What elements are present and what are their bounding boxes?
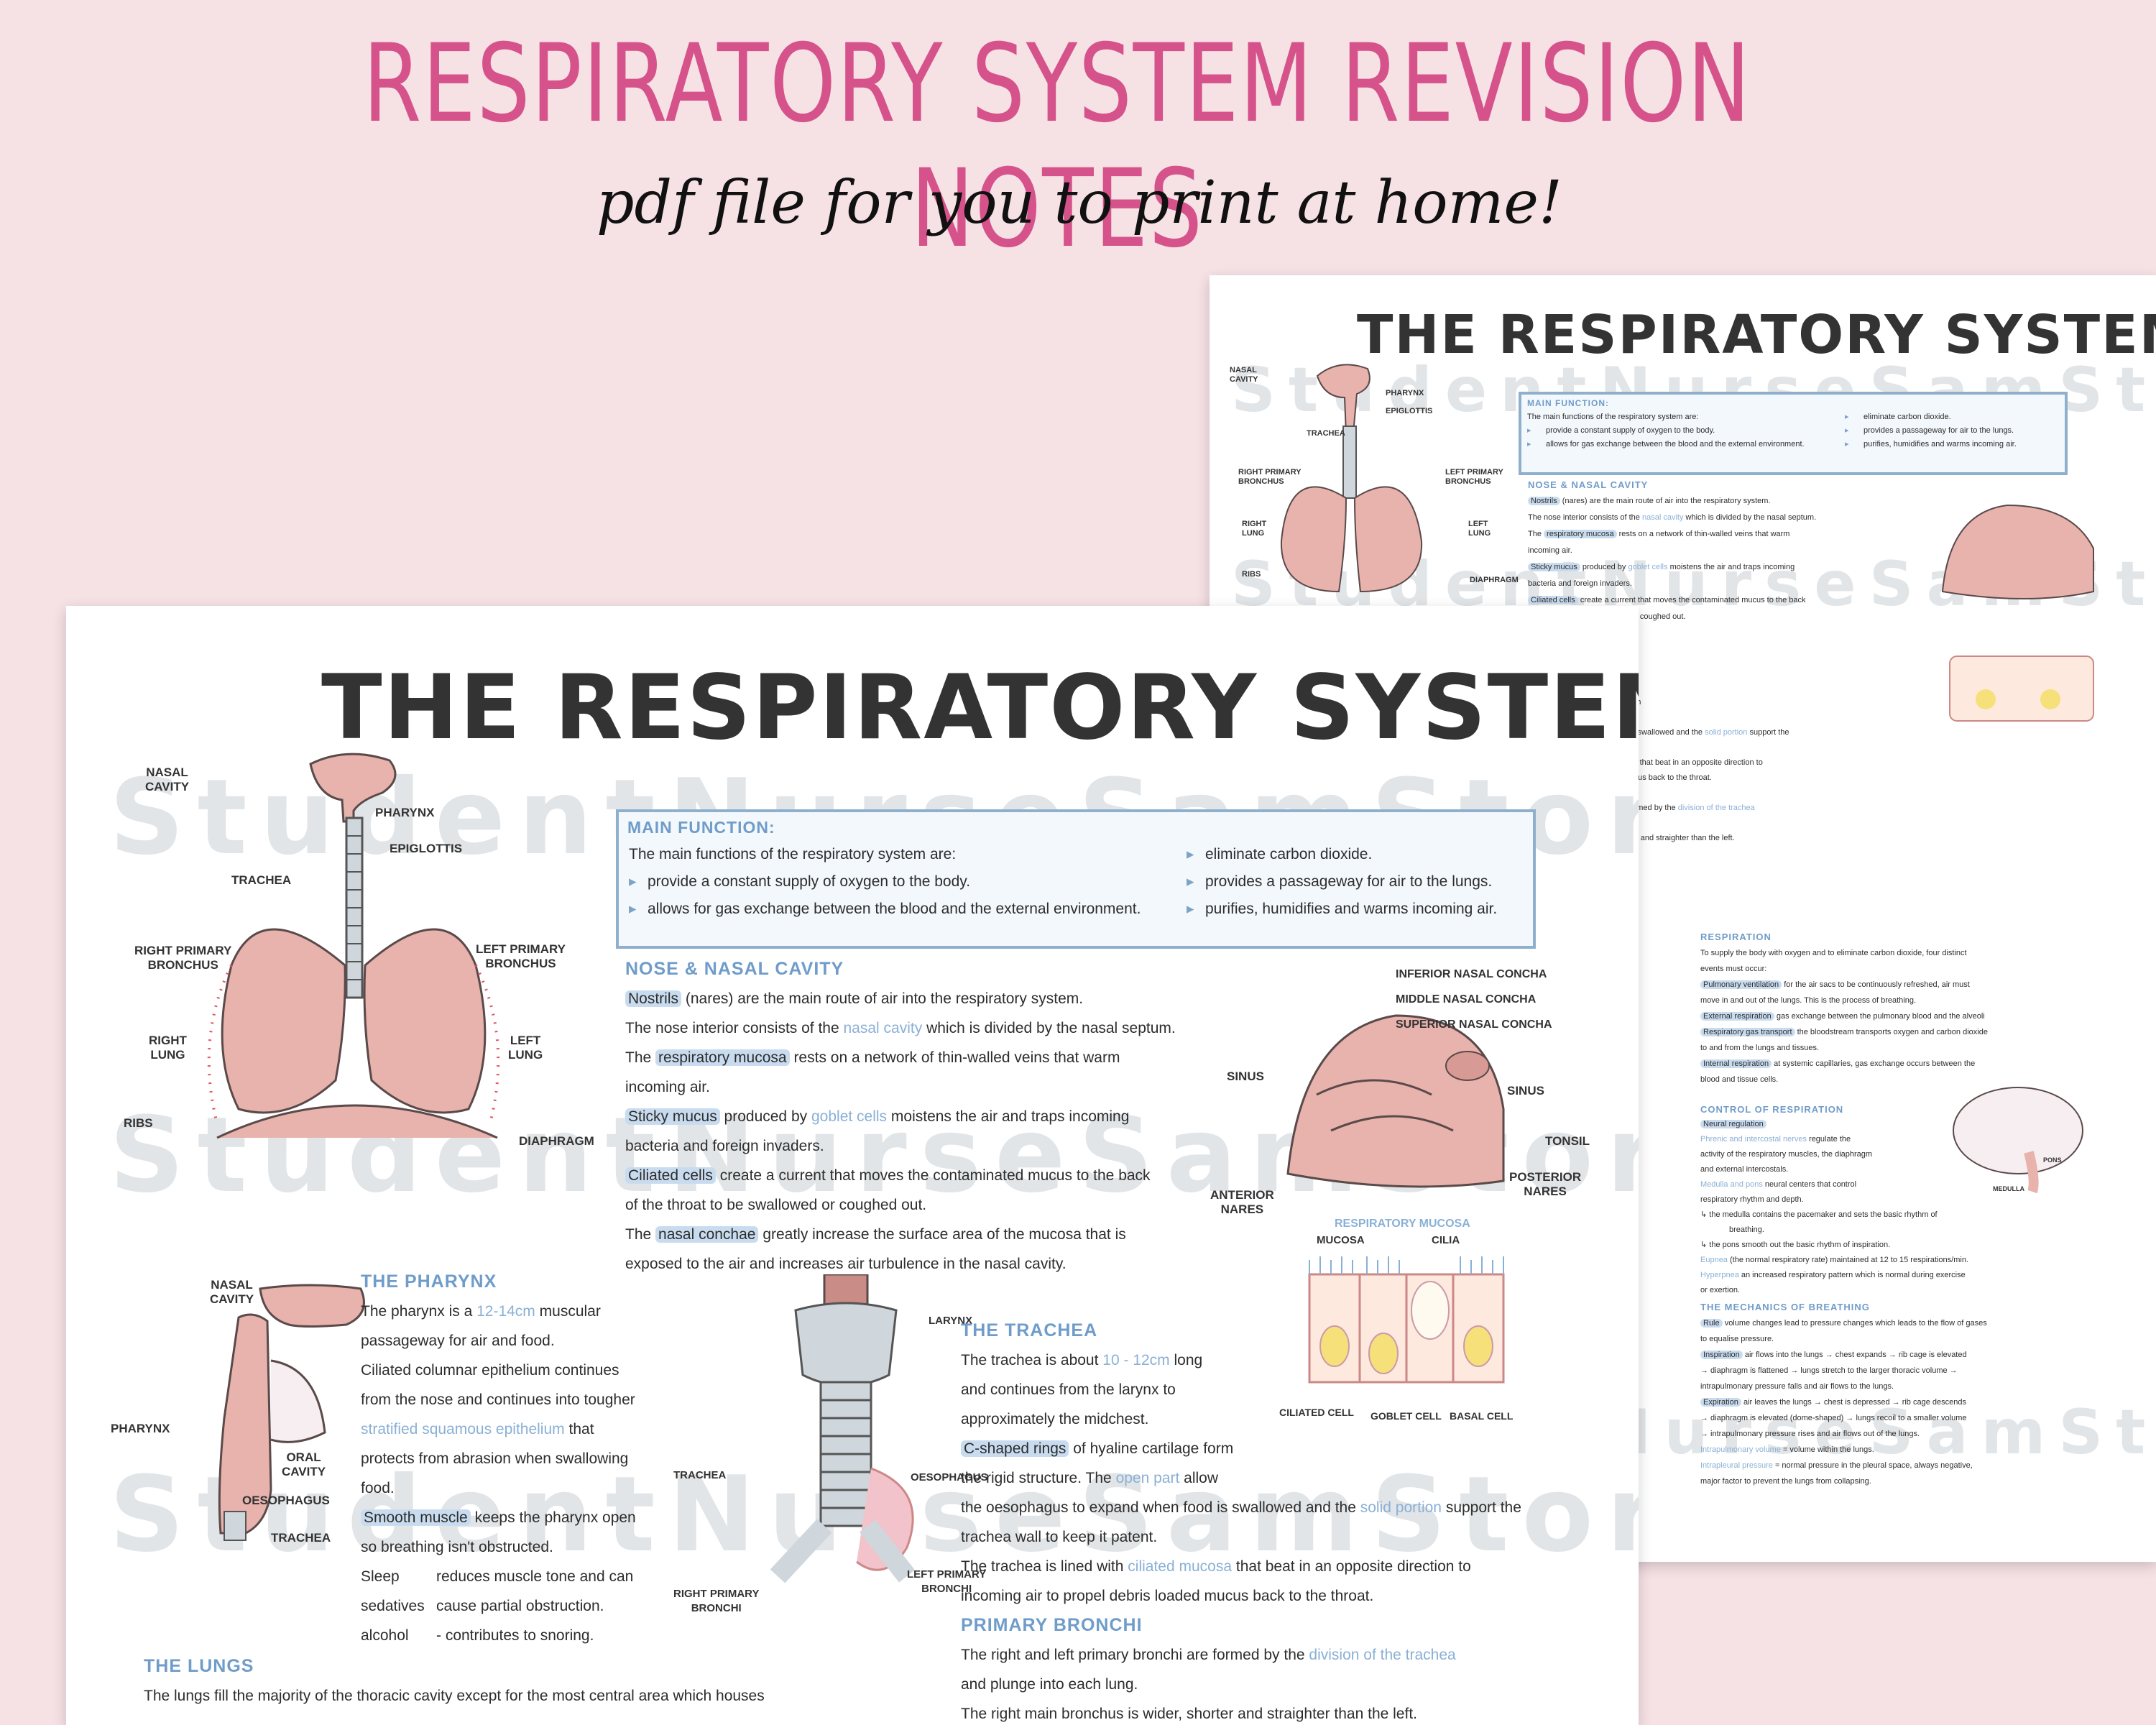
nose-section: NOSE & NASAL CAVITY Nostrils (nares) are…: [625, 954, 1176, 1279]
label-middle-nasal-concha: MIDDLE NASAL CONCHA: [1396, 993, 1537, 1006]
main-function-box: MAIN FUNCTION: The main functions of the…: [1519, 392, 2068, 475]
respiratory-mucosa-diagram: [1308, 1256, 1505, 1384]
label-pharynx: PHARYNX: [111, 1422, 170, 1435]
label-mucosa: MUCOSA: [1317, 1234, 1365, 1246]
label-right-primary-bronchus: RIGHT PRIMARY BRONCHUS: [1238, 468, 1302, 486]
label-sinus-2: SINUS: [1507, 1084, 1544, 1098]
label-pharynx: PHARYNX: [1386, 389, 1424, 397]
main-function-item: provide a constant supply of oxygen to t…: [629, 868, 1141, 896]
main-function-item: eliminate carbon dioxide.: [1845, 410, 2017, 424]
main-function-heading: MAIN FUNCTION:: [627, 818, 775, 837]
label-left-primary-bronchus: LEFT PRIMARY BRONCHUS: [1445, 468, 1503, 486]
label-left-lung: LEFT LUNG: [508, 1034, 543, 1062]
mechanics-section: THE MECHANICS OF BREATHING Rule volume c…: [1700, 1300, 1987, 1489]
label-respiratory-mucosa: RESPIRATORY MUCOSA: [1335, 1218, 1470, 1230]
label-medulla: MEDULLA: [1993, 1185, 2024, 1192]
label-nasal-cavity: NASAL CAVITY: [1230, 366, 1258, 384]
label-left-primary-bronchus: LEFT PRIMARY BRONCHUS: [476, 942, 566, 970]
trachea-heading: THE TRACHEA: [961, 1320, 1098, 1340]
lungs-diagram: [207, 753, 500, 1139]
mechanics-heading: THE MECHANICS OF BREATHING: [1700, 1302, 1870, 1312]
main-function-item: provide a constant supply of oxygen to t…: [1527, 424, 1805, 438]
label-pons: PONS: [2043, 1156, 2062, 1164]
label-basal-cell: BASAL CELL: [1450, 1410, 1514, 1422]
label-pharynx: PHARYNX: [375, 806, 435, 819]
main-function-heading: MAIN FUNCTION:: [1527, 398, 1609, 408]
respiration-heading: RESPIRATION: [1700, 932, 1772, 942]
label-ribs: RIBS: [124, 1116, 153, 1130]
label-superior-nasal-concha: SUPERIOR NASAL CONCHA: [1396, 1018, 1552, 1031]
trachea-section: THE TRACHEA The trachea is about 10 - 12…: [961, 1316, 1521, 1725]
label-trachea: TRACHEA: [1307, 429, 1345, 438]
label-goblet-cell: GOBLET CELL: [1370, 1410, 1442, 1422]
main-function-item: purifies, humidifies and warms incoming …: [1845, 438, 2017, 451]
label-epiglottis: EPIGLOTTIS: [390, 842, 463, 855]
label-right-primary-bronchi: RIGHT PRIMARY BRONCHI: [673, 1588, 760, 1614]
banner-subtitle: pdf file for you to print at home!: [596, 169, 1562, 237]
control-section: CONTROL OF RESPIRATION Neural regulation…: [1700, 1102, 1968, 1298]
label-sinus: SINUS: [1227, 1070, 1264, 1083]
label-tonsil: TONSIL: [1545, 1134, 1590, 1148]
label-nasal-cavity: NASAL CAVITY: [210, 1278, 254, 1306]
sheet-title: THE RESPIRATORY SYSTEM: [1357, 304, 2156, 366]
bronchi-heading: PRIMARY BRONCHI: [961, 1615, 1143, 1635]
front-sheet-preview: StudentNurseSamStore StudentNurseSamStor…: [66, 606, 1639, 1725]
respiration-section: RESPIRATION To supply the body with oxyg…: [1700, 929, 1988, 1087]
pharynx-heading: THE PHARYNX: [361, 1271, 497, 1292]
label-oesophagus: OESOPHAGUS: [242, 1494, 330, 1507]
lungs-heading: THE LUNGS: [144, 1656, 254, 1676]
respiratory-mucosa-diagram: [1949, 656, 2094, 722]
label-nasal-cavity: NASAL CAVITY: [145, 765, 190, 794]
label-right-lung: RIGHT LUNG: [149, 1034, 187, 1062]
label-left-lung: LEFT LUNG: [1468, 520, 1491, 538]
lungs-section: THE LUNGS The lungs fill the majority of…: [144, 1652, 765, 1711]
label-diaphragm: DIAPHRAGM: [1470, 576, 1519, 584]
respiratory-tract-diagram: [1280, 364, 1423, 593]
main-function-item: allows for gas exchange between the bloo…: [1527, 438, 1805, 451]
nasal-cavity-diagram: [1286, 1014, 1505, 1188]
brain-diagram: [1953, 1087, 2083, 1194]
nasal-cavity-diagram: [1941, 504, 2094, 599]
main-function-intro: The main functions of the respiratory sy…: [629, 846, 957, 862]
label-right-lung: RIGHT LUNG: [1242, 520, 1267, 538]
nose-heading: NOSE & NASAL CAVITY: [625, 959, 844, 979]
label-ciliated-cell: CILIATED CELL: [1279, 1407, 1354, 1418]
banner-title: RESPIRATORY SYSTEM REVISION NOTES: [363, 22, 1751, 272]
main-function-item: allows for gas exchange between the bloo…: [629, 896, 1141, 923]
label-trachea: TRACHEA: [673, 1469, 727, 1481]
sheet-title: THE RESPIRATORY SYSTEM: [321, 656, 1639, 760]
label-diaphragm: DIAPHRAGM: [519, 1134, 594, 1148]
nose-heading: NOSE & NASAL CAVITY: [1528, 479, 1649, 490]
label-trachea: TRACHEA: [231, 873, 292, 887]
label-left-primary-bronchi: LEFT PRIMARY BRONCHI: [907, 1568, 987, 1595]
larynx-trachea-diagram: [770, 1274, 916, 1583]
main-function-intro: The main functions of the respiratory sy…: [1527, 413, 1699, 421]
label-oral-cavity: ORAL CAVITY: [282, 1450, 326, 1478]
main-function-item: purifies, humidifies and warms incoming …: [1187, 896, 1497, 923]
label-inferior-nasal-concha: INFERIOR NASAL CONCHA: [1396, 968, 1547, 980]
label-ribs: RIBS: [1242, 570, 1261, 579]
main-function-item: eliminate carbon dioxide.: [1187, 841, 1497, 868]
main-function-box: MAIN FUNCTION: The main functions of the…: [616, 809, 1536, 949]
label-epiglottis: EPIGLOTTIS: [1386, 407, 1433, 415]
pharynx-section: THE PHARYNX The pharynx is a 12-14cm mus…: [361, 1267, 636, 1650]
control-heading: CONTROL OF RESPIRATION: [1700, 1104, 1844, 1115]
main-function-item: provides a passageway for air to the lun…: [1187, 868, 1497, 896]
main-function-item: provides a passageway for air to the lun…: [1845, 424, 2017, 438]
pharynx-diagram: [218, 1284, 365, 1541]
label-cilia: CILIA: [1432, 1234, 1460, 1246]
label-trachea: TRACHEA: [271, 1531, 331, 1545]
label-posterior-nares: POSTERIOR NARES: [1509, 1170, 1582, 1198]
label-right-primary-bronchus: RIGHT PRIMARY BRONCHUS: [134, 944, 232, 972]
label-oesophagus: OESOPHAGUS: [911, 1471, 988, 1484]
label-anterior-nares: ANTERIOR NARES: [1210, 1188, 1274, 1216]
label-larynx: LARYNX: [929, 1315, 973, 1327]
nose-section: NOSE & NASAL CAVITY Nostrils (nares) are…: [1528, 477, 1816, 625]
